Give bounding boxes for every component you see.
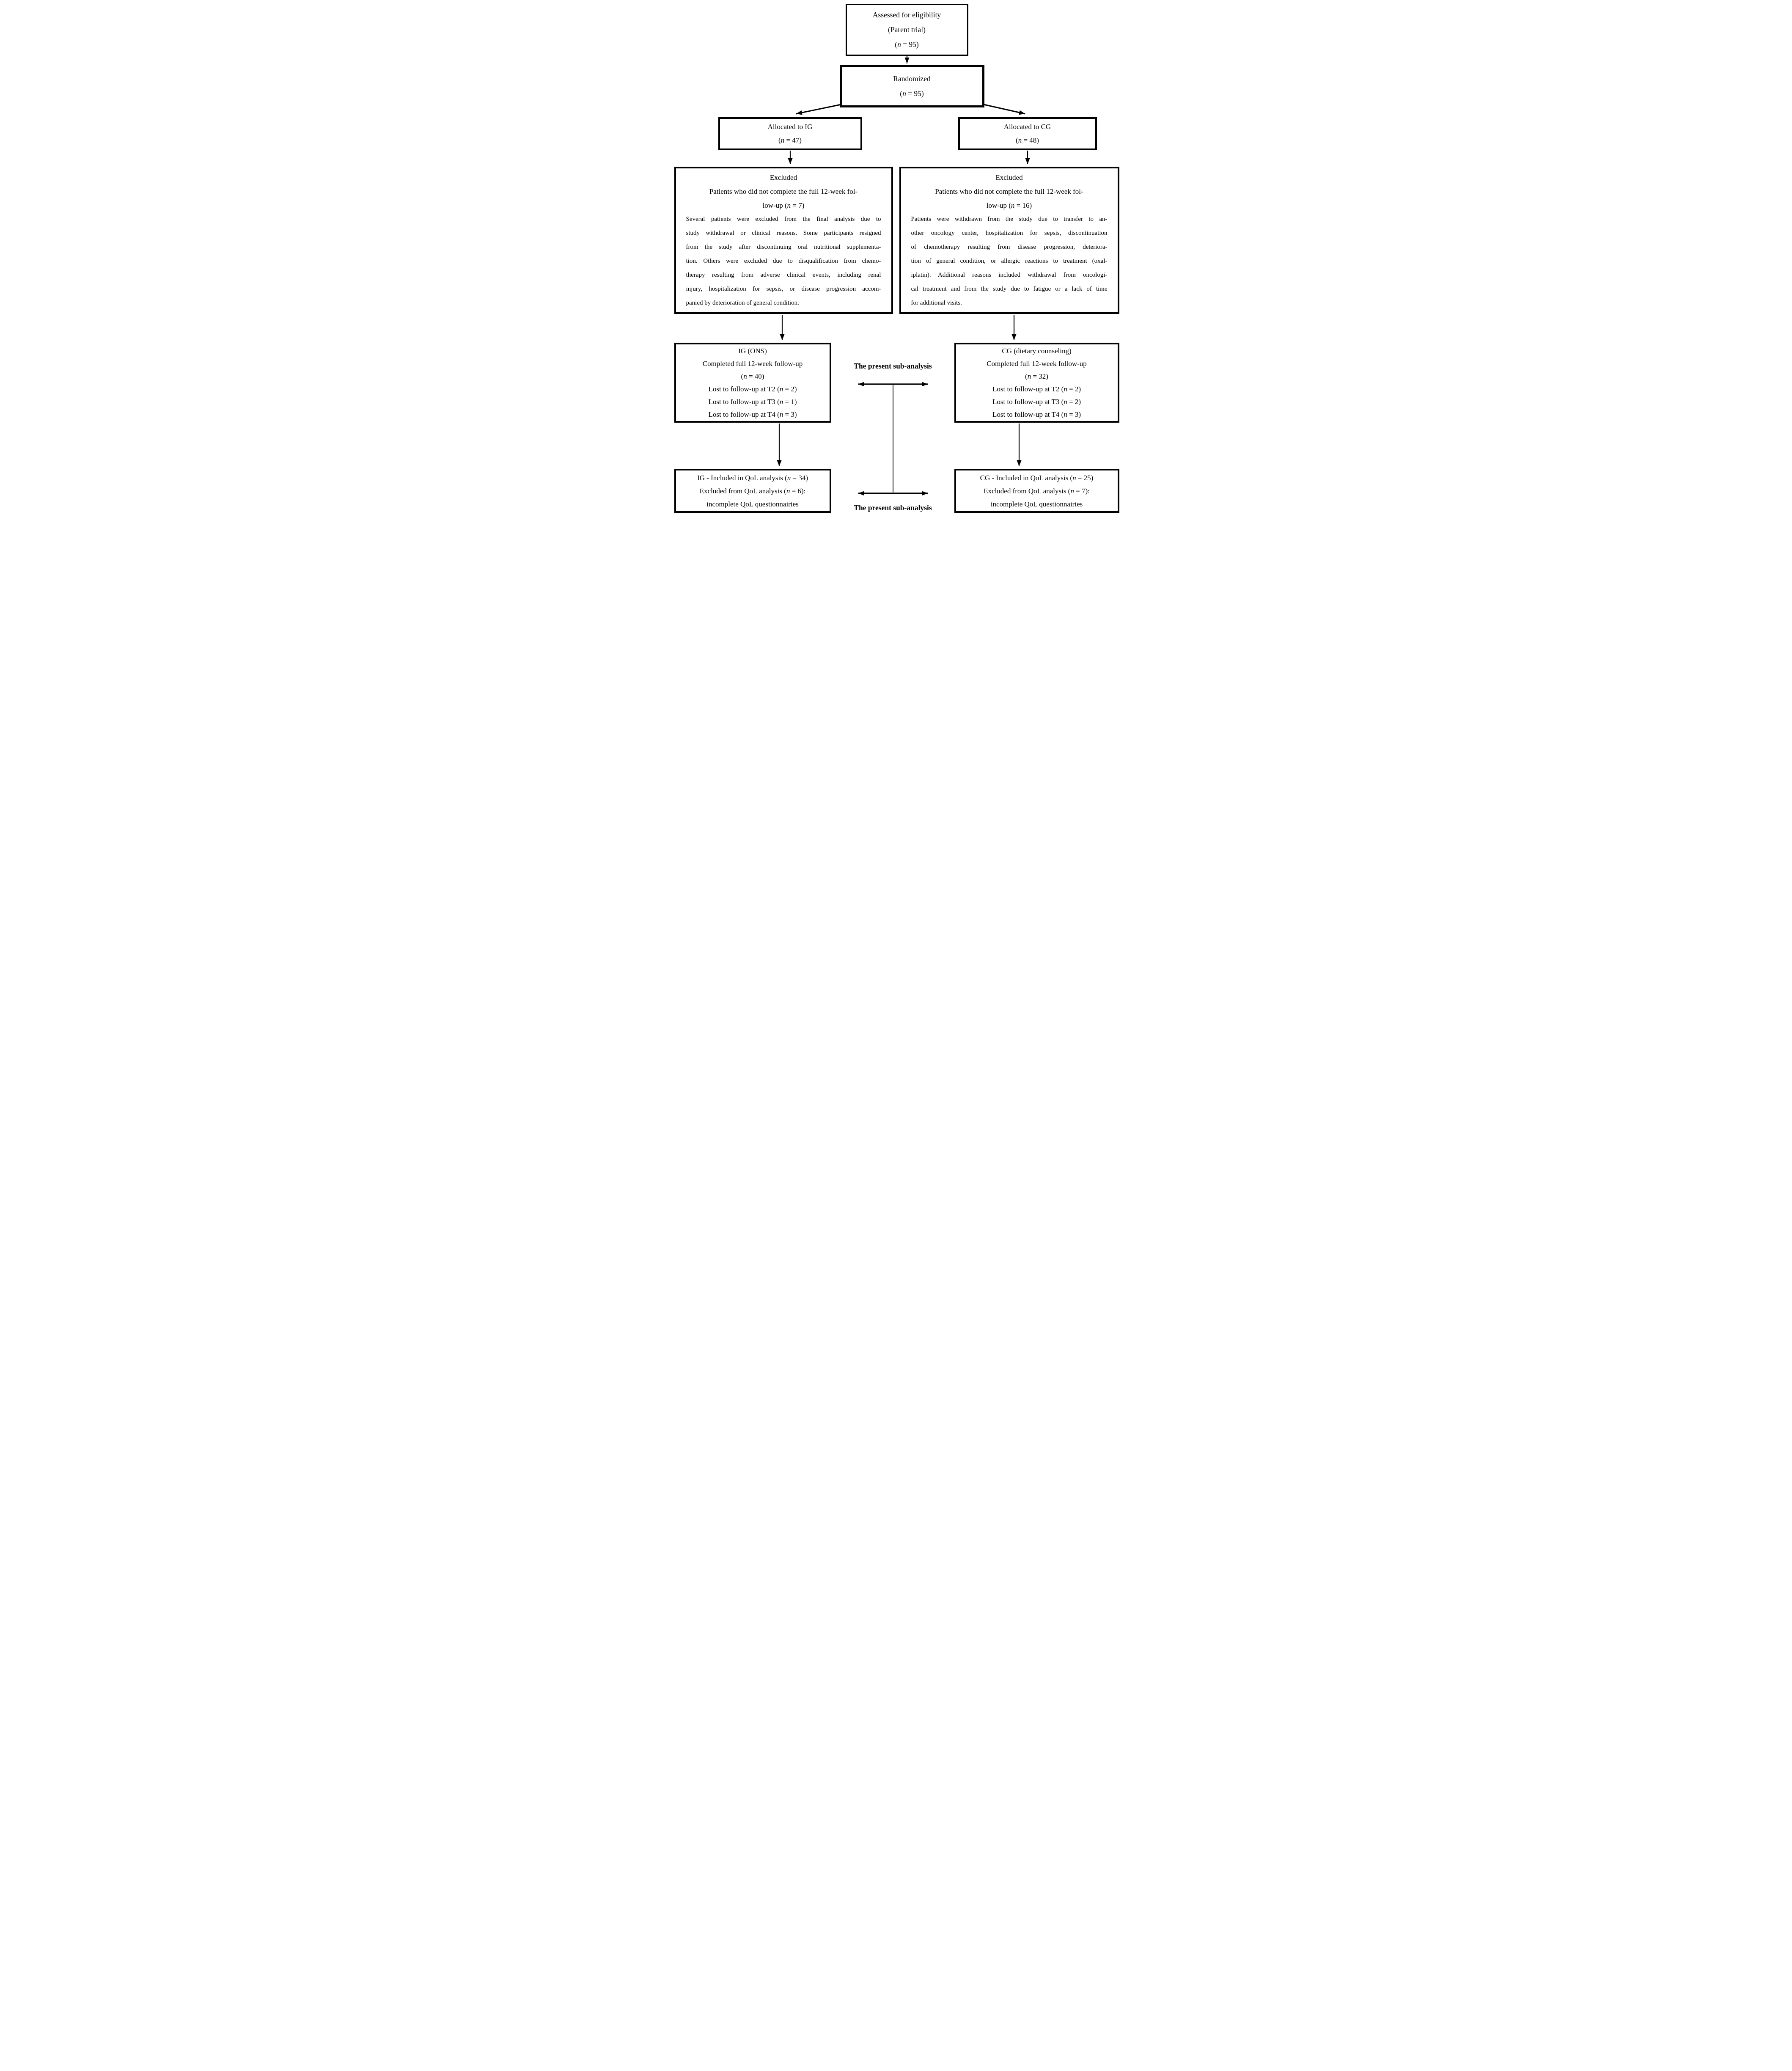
box-line: Lost to follow-up at T4 (n = 3) bbox=[708, 410, 797, 418]
arrow-randomized-to-allocated-cg bbox=[981, 103, 1025, 115]
box-line: Lost to follow-up at T4 (n = 3) bbox=[992, 410, 1081, 418]
box-line: Patients were withdrawn from the study d… bbox=[911, 216, 1108, 223]
box-line: iplatin). Additional reasons included wi… bbox=[911, 272, 1108, 278]
subanalysis-top-label: The present sub-analysis bbox=[854, 362, 932, 370]
box-line: (n = 40) bbox=[741, 372, 764, 380]
box-line: CG - Included in QoL analysis (n = 25) bbox=[980, 473, 1094, 482]
followup-cg-box: CG (dietary counseling) Completed full 12… bbox=[954, 343, 1119, 423]
box-line: study withdrawal or clinical reasons. So… bbox=[686, 230, 881, 237]
connector-layer bbox=[777, 56, 1030, 496]
qol-ig-box: IG - Included in QoL analysis (n = 34) Ex… bbox=[674, 469, 831, 513]
box-line: tion of general condition, or allergic r… bbox=[911, 258, 1108, 264]
box-line: IG (ONS) bbox=[738, 347, 767, 355]
box-line: (n = 95) bbox=[900, 89, 924, 98]
box-line: Several patients were excluded from the … bbox=[686, 216, 881, 223]
box-line: panied by deterioration of general condi… bbox=[686, 300, 799, 306]
box-line: Patients who did not complete the full 1… bbox=[709, 187, 858, 195]
box-line: Excluded bbox=[995, 173, 1023, 182]
box-line: Lost to follow-up at T2 (n = 2) bbox=[708, 385, 797, 393]
allocated-cg-box: Allocated to CG (n = 48) bbox=[958, 117, 1097, 150]
allocated-ig-box: Allocated to IG (n = 47) bbox=[718, 117, 862, 150]
box-line: Allocated to IG bbox=[767, 123, 813, 131]
randomized-box: Randomized (n = 95) bbox=[839, 65, 984, 107]
box-line: for additional visits. bbox=[911, 300, 962, 306]
box-line: (n = 32) bbox=[1025, 372, 1048, 380]
arrow-randomized-to-allocated-ig bbox=[796, 103, 843, 115]
box-line: cal treatment and from the study due to … bbox=[911, 286, 1108, 292]
box-line: (n = 47) bbox=[778, 136, 802, 144]
consort-flow-diagram: Assessed for eligibility (Parent trial) (n… bbox=[672, 0, 1120, 518]
box-line: (n = 48) bbox=[1016, 136, 1039, 144]
box-line: injury, hospitalization for sepsis, or d… bbox=[686, 286, 881, 292]
box-line: low-up (n = 7) bbox=[762, 201, 805, 209]
box-line: CG (dietary counseling) bbox=[1002, 347, 1072, 355]
box-line: therapy resulting from adverse clinical … bbox=[686, 272, 881, 278]
box-line: Lost to follow-up at T2 (n = 2) bbox=[992, 385, 1081, 393]
box-line: Excluded bbox=[770, 173, 797, 182]
box-line: of chemotherapy resulting from disease p… bbox=[911, 244, 1108, 250]
box-line: Assessed for eligibility bbox=[872, 11, 941, 19]
excluded-cg-body: Patients were withdrawn from the study d… bbox=[911, 212, 1108, 310]
box-line: low-up (n = 16) bbox=[986, 201, 1032, 209]
box-line: Completed full 12-week follow-up bbox=[987, 359, 1087, 368]
box-line: other oncology center, hospitalization f… bbox=[911, 230, 1108, 237]
box-line: from the study after discontinuing oral … bbox=[686, 244, 881, 250]
qol-cg-box: CG - Included in QoL analysis (n = 25) Ex… bbox=[954, 469, 1119, 513]
box-line: Excluded from QoL analysis (n = 7): bbox=[984, 487, 1090, 495]
box-line: incomplete QoL questionnairies bbox=[706, 500, 799, 508]
box-line: Completed full 12-week follow-up bbox=[702, 359, 803, 368]
box-line: Patients who did not complete the full 1… bbox=[935, 187, 1083, 195]
excluded-ig-body: Several patients were excluded from the … bbox=[686, 212, 881, 310]
followup-ig-box: IG (ONS) Completed full 12-week follow-up… bbox=[674, 343, 831, 423]
box-line: Excluded from QoL analysis (n = 6): bbox=[699, 487, 806, 495]
box-line: Randomized bbox=[893, 74, 931, 83]
assessed-eligibility-box: Assessed for eligibility (Parent trial) (n… bbox=[845, 4, 968, 56]
box-line: (n = 95) bbox=[895, 40, 919, 49]
box-line: Lost to follow-up at T3 (n = 2) bbox=[992, 397, 1081, 406]
subanalysis-bottom-label: The present sub-analysis bbox=[854, 503, 932, 512]
box-line: IG - Included in QoL analysis (n = 34) bbox=[697, 473, 808, 482]
box-line: Lost to follow-up at T3 (n = 1) bbox=[708, 397, 797, 406]
box-line: (Parent trial) bbox=[888, 25, 926, 34]
box-line: Allocated to CG bbox=[1003, 123, 1051, 131]
box-line: tion. Others were excluded due to disqua… bbox=[686, 258, 881, 264]
box-line: incomplete QoL questionnairies bbox=[990, 500, 1083, 508]
